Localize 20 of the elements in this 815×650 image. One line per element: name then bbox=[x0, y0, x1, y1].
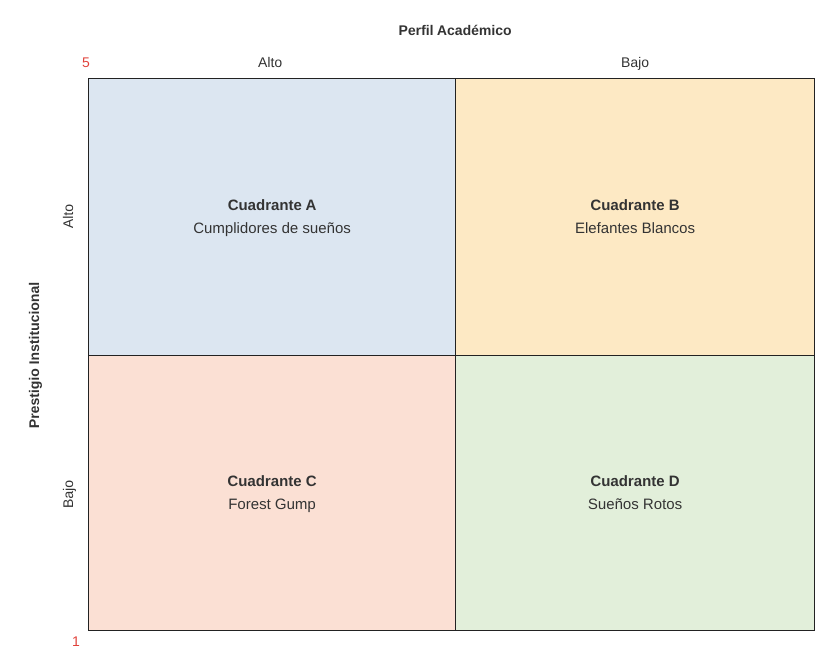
axis-title: Prestigio Institucional bbox=[26, 282, 42, 428]
axis-category: Alto bbox=[60, 204, 76, 228]
quadrant-cell bbox=[455, 78, 815, 356]
quadrant-cell bbox=[88, 78, 456, 356]
quadrant-heading: Cuadrante C bbox=[227, 473, 317, 490]
quadrant-heading: Cuadrante A bbox=[228, 197, 316, 214]
scale-value: 5 bbox=[82, 54, 90, 70]
axis-category: Bajo bbox=[60, 480, 76, 508]
axis-category: Alto bbox=[258, 54, 282, 70]
quadrant-heading: Cuadrante D bbox=[590, 473, 680, 490]
scale-value: 1 bbox=[72, 633, 80, 649]
axis-category: Bajo bbox=[621, 54, 650, 70]
quadrant-description: Elefantes Blancos bbox=[574, 220, 696, 237]
quadrant-description: Cumplidores de sueños bbox=[193, 220, 351, 237]
quadrant-cell bbox=[455, 355, 815, 631]
quadrant-description: Forest Gump bbox=[228, 496, 316, 513]
axis-title: Perfil Académico bbox=[398, 22, 512, 38]
quadrant-cell bbox=[88, 355, 456, 631]
quadrant-heading: Cuadrante B bbox=[590, 197, 680, 214]
quadrant-description: Sueños Rotos bbox=[588, 496, 682, 513]
